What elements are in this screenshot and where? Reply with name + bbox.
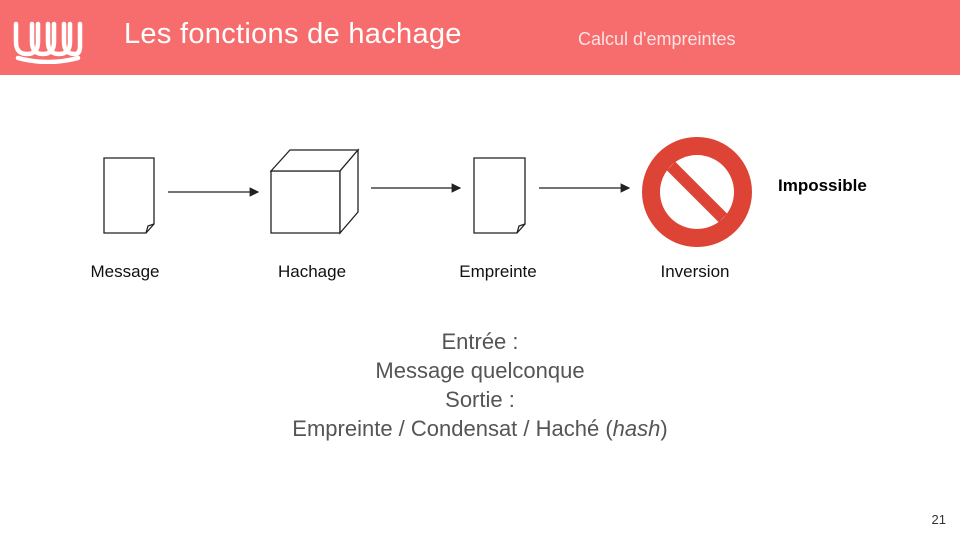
message-document-icon	[103, 157, 155, 234]
output-label: Sortie :	[445, 387, 515, 412]
input-output-description: Entrée : Message quelconque Sortie : Emp…	[180, 327, 780, 443]
message-label: Message	[90, 262, 160, 281]
hash-flow-diagram	[103, 137, 752, 247]
input-label: Entrée :	[441, 329, 519, 354]
output-value: Empreinte / Condensat / Haché (hash)	[180, 414, 780, 443]
output-value-italic: hash	[612, 416, 661, 441]
page-title: Les fonctions de hachage	[124, 18, 462, 50]
hash-cube-icon	[269, 148, 360, 235]
impossible-label: Impossible	[778, 176, 867, 195]
digest-document-icon	[473, 157, 526, 234]
page-number: 21	[931, 512, 946, 527]
slide-header: Les fonctions de hachage Calcul d'emprei…	[0, 0, 960, 75]
input-value: Message quelconque	[375, 358, 585, 383]
hash-label: Hachage	[277, 262, 347, 281]
output-value-suffix: )	[660, 416, 668, 441]
prohibited-icon	[642, 137, 752, 247]
inversion-label: Inversion	[660, 262, 730, 281]
digest-label: Empreinte	[459, 262, 537, 281]
wave-logo-icon	[13, 21, 83, 64]
page-subtitle: Calcul d'empreintes	[578, 29, 736, 49]
output-value-prefix: Empreinte / Condensat / Haché (	[292, 416, 613, 441]
